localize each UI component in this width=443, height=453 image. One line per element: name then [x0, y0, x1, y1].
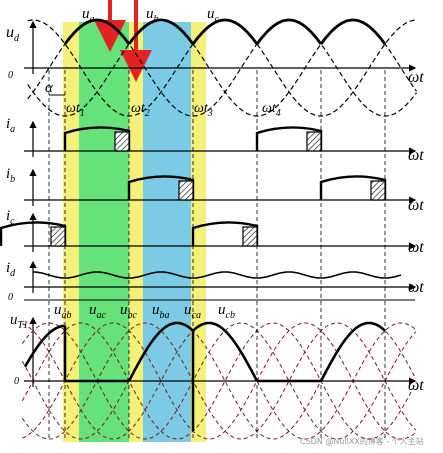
axis-label-ut1: ωt	[408, 377, 424, 394]
origin-label-mid: 0	[8, 292, 13, 303]
axis-label-ic: ωt	[408, 239, 424, 256]
phase-a-dashed	[27, 19, 417, 117]
origin-label-bottom: 0	[14, 376, 19, 387]
ib-1-hatch	[178, 180, 194, 201]
line-voltage-dashed-1	[21, 322, 417, 440]
ucb-label: ucb	[218, 302, 235, 321]
ud-segment-1	[63, 18, 131, 45]
ud-segment-3	[191, 18, 259, 45]
ub-label: ub	[146, 6, 159, 25]
ic-2-pulse	[191, 221, 259, 246]
labels: ud ua ub uc 0 α ωt1 ωt2 ωt3 ωt4 ωt ωt ωt…	[6, 6, 424, 446]
ia-2-pulse	[255, 126, 323, 151]
ut1-seg-ba	[127, 321, 194, 382]
ud-label: ud	[6, 24, 20, 44]
wt2-label: ωt2	[131, 101, 150, 119]
ib-1-pulse	[127, 175, 195, 200]
band-yellow-2	[129, 22, 143, 442]
uca-label: uca	[184, 302, 201, 321]
axis-label-ud: ωt	[408, 69, 424, 86]
ia-1-pulse	[63, 126, 131, 151]
ud-segment-4	[255, 18, 323, 45]
axis-label-ia: ωt	[408, 147, 424, 164]
id-ripple	[33, 271, 402, 279]
ut1-seg-ca	[192, 321, 259, 382]
axis-label-id: ωt	[408, 279, 424, 296]
curves-group	[0, 18, 417, 440]
line-voltage-dashed-6	[21, 322, 417, 440]
dashed-guides	[48, 70, 386, 440]
ib-2-pulse	[319, 175, 387, 200]
uc-label: uc	[207, 6, 220, 25]
ut1-label: uT1	[10, 312, 28, 331]
uac-label: uac	[89, 302, 107, 321]
ut1-seg-ba-2	[319, 321, 386, 382]
ia-label: ia	[6, 116, 15, 135]
wt1-label: ωt1	[66, 101, 85, 119]
line-voltage-dashed-3	[21, 322, 417, 440]
ud-segment-2	[127, 18, 195, 45]
alpha-label: α	[45, 80, 54, 96]
wt4-label: ωt4	[262, 101, 281, 119]
ut1-rise-1	[23, 324, 65, 368]
band-blue	[143, 22, 191, 442]
origin-label-top: 0	[8, 70, 13, 81]
band-yellow-1	[63, 22, 79, 442]
highlight-bands	[63, 22, 206, 442]
ua-label: ua	[82, 6, 95, 25]
ic-2-hatch	[242, 226, 258, 247]
phase-b-dashed	[27, 19, 417, 117]
wt3-label: ωt3	[194, 101, 213, 119]
id-label: id	[6, 260, 16, 279]
ib-label: ib	[6, 166, 15, 185]
band-yellow-3	[191, 22, 206, 442]
ud-segment-5	[319, 18, 387, 45]
ia-2-hatch	[306, 131, 322, 152]
ic-1-hatch	[50, 226, 66, 247]
axis-label-ib: ωt	[408, 197, 424, 214]
ubc-label: ubc	[120, 302, 138, 321]
ia-1-hatch	[114, 131, 130, 152]
uba-label: uba	[152, 302, 170, 321]
uab-label: uab	[54, 302, 72, 321]
ib-2-hatch	[370, 180, 386, 201]
line-voltage-dashed-2	[22, 322, 417, 440]
axes-group	[24, 20, 417, 387]
watermark: CSDN @NullXX的博客 - 个人主站	[300, 436, 424, 446]
ic-label: ic	[6, 208, 15, 227]
band-green	[79, 22, 129, 442]
ic-1-pulse	[0, 221, 67, 246]
